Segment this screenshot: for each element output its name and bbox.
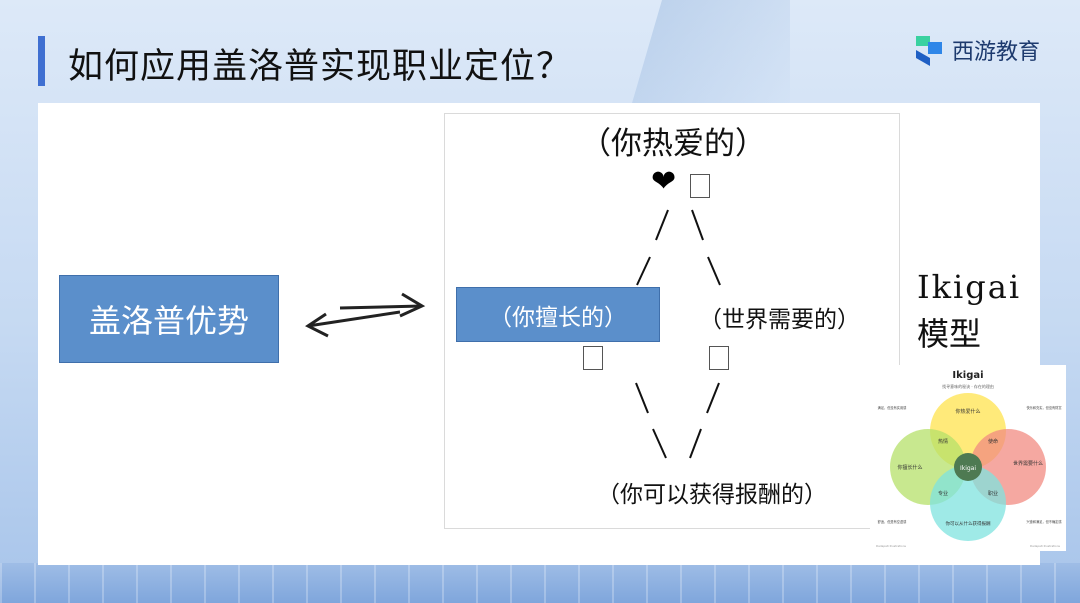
page-title: 如何应用盖洛普实现职业定位？	[68, 47, 573, 87]
gallup-strengths-box: 盖洛普优势	[59, 275, 279, 363]
venn-side-note-tl: 满足，但没有实用感	[878, 405, 907, 410]
venn-label-love: 你热爱什么	[955, 408, 980, 415]
label-you-love: （你热爱的）	[580, 126, 766, 162]
label-world-needs: （世界需要的）	[699, 307, 860, 333]
background-pattern	[0, 563, 1080, 603]
venn-circle-paid-for	[930, 465, 1006, 541]
bidirectional-arrows-icon	[305, 292, 426, 338]
venn-overlap-mission: 使命	[988, 438, 998, 445]
venn-footer-left: Dadapati Illustrations	[876, 544, 907, 548]
placeholder-glyph-icon	[709, 346, 729, 370]
venn-subtitle: 找寻意味的秘诀 · 存在的理由	[942, 383, 994, 389]
venn-label-good-at: 你擅长什么	[897, 464, 922, 471]
logo-icon	[912, 32, 946, 68]
title-accent-bar	[38, 36, 45, 86]
ikigai-model-heading: 模型	[917, 315, 982, 353]
placeholder-glyph-icon	[583, 346, 603, 370]
venn-overlap-vocation: 职业	[988, 490, 998, 497]
venn-side-note-br: 兴奋和满足，但不确定感	[1026, 519, 1062, 524]
venn-overlap-passion: 热情	[938, 438, 948, 445]
logo-text: 西游教育	[952, 40, 1041, 65]
venn-title: Ikigai	[952, 370, 983, 381]
venn-label-world-needs: 世界需要什么	[1013, 460, 1043, 467]
venn-center-label: Ikigai	[960, 465, 976, 472]
venn-label-paid-for: 你可以从什么获得报酬	[946, 520, 991, 527]
venn-side-note-tr: 快乐和充实，但没有财富	[1026, 405, 1061, 410]
ikigai-heading: Ikigai	[917, 268, 1022, 306]
ikigai-venn-image: Ikigai 找寻意味的秘诀 · 存在的理由 Ikigai 你热爱什么 你擅长什…	[870, 365, 1066, 551]
placeholder-glyph-icon	[690, 174, 710, 198]
label-you-are-good-at: （你擅长的）	[456, 287, 660, 342]
heart-icon: ❤	[651, 164, 677, 199]
label-paid-for: （你可以获得报酬的）	[597, 482, 827, 508]
diagram-connector-lines	[635, 209, 721, 459]
venn-overlap-profession: 专业	[938, 490, 948, 497]
brand-logo: 西游教育	[912, 30, 1040, 70]
background-building	[630, 0, 790, 110]
venn-footer-right: Dadapati Illustrations	[1030, 544, 1061, 548]
venn-side-note-bl: 舒适，但是有空虚感	[878, 519, 907, 524]
venn-center	[954, 453, 982, 481]
